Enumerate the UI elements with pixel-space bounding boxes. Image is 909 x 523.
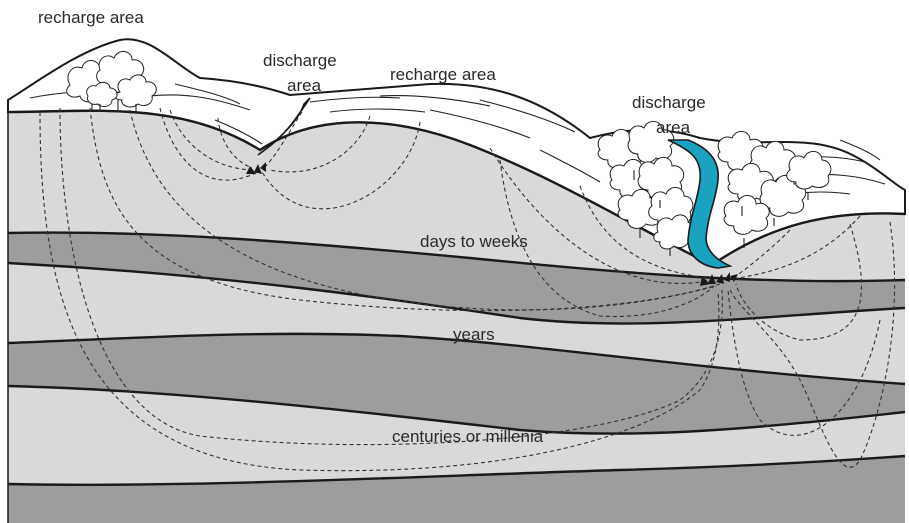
label-discharge-left-line2: area — [287, 76, 322, 95]
label-discharge-right-line2: area — [656, 118, 691, 137]
label-flow-years: years — [453, 325, 495, 344]
label-discharge-left-line1: discharge — [263, 51, 337, 70]
label-flow-days-to-weeks: days to weeks — [420, 232, 528, 251]
label-discharge-right-line1: discharge — [632, 93, 706, 112]
label-recharge-center: recharge area — [390, 65, 496, 84]
label-flow-centuries: centuries or millenia — [392, 427, 544, 446]
label-recharge-left: recharge area — [38, 8, 144, 27]
